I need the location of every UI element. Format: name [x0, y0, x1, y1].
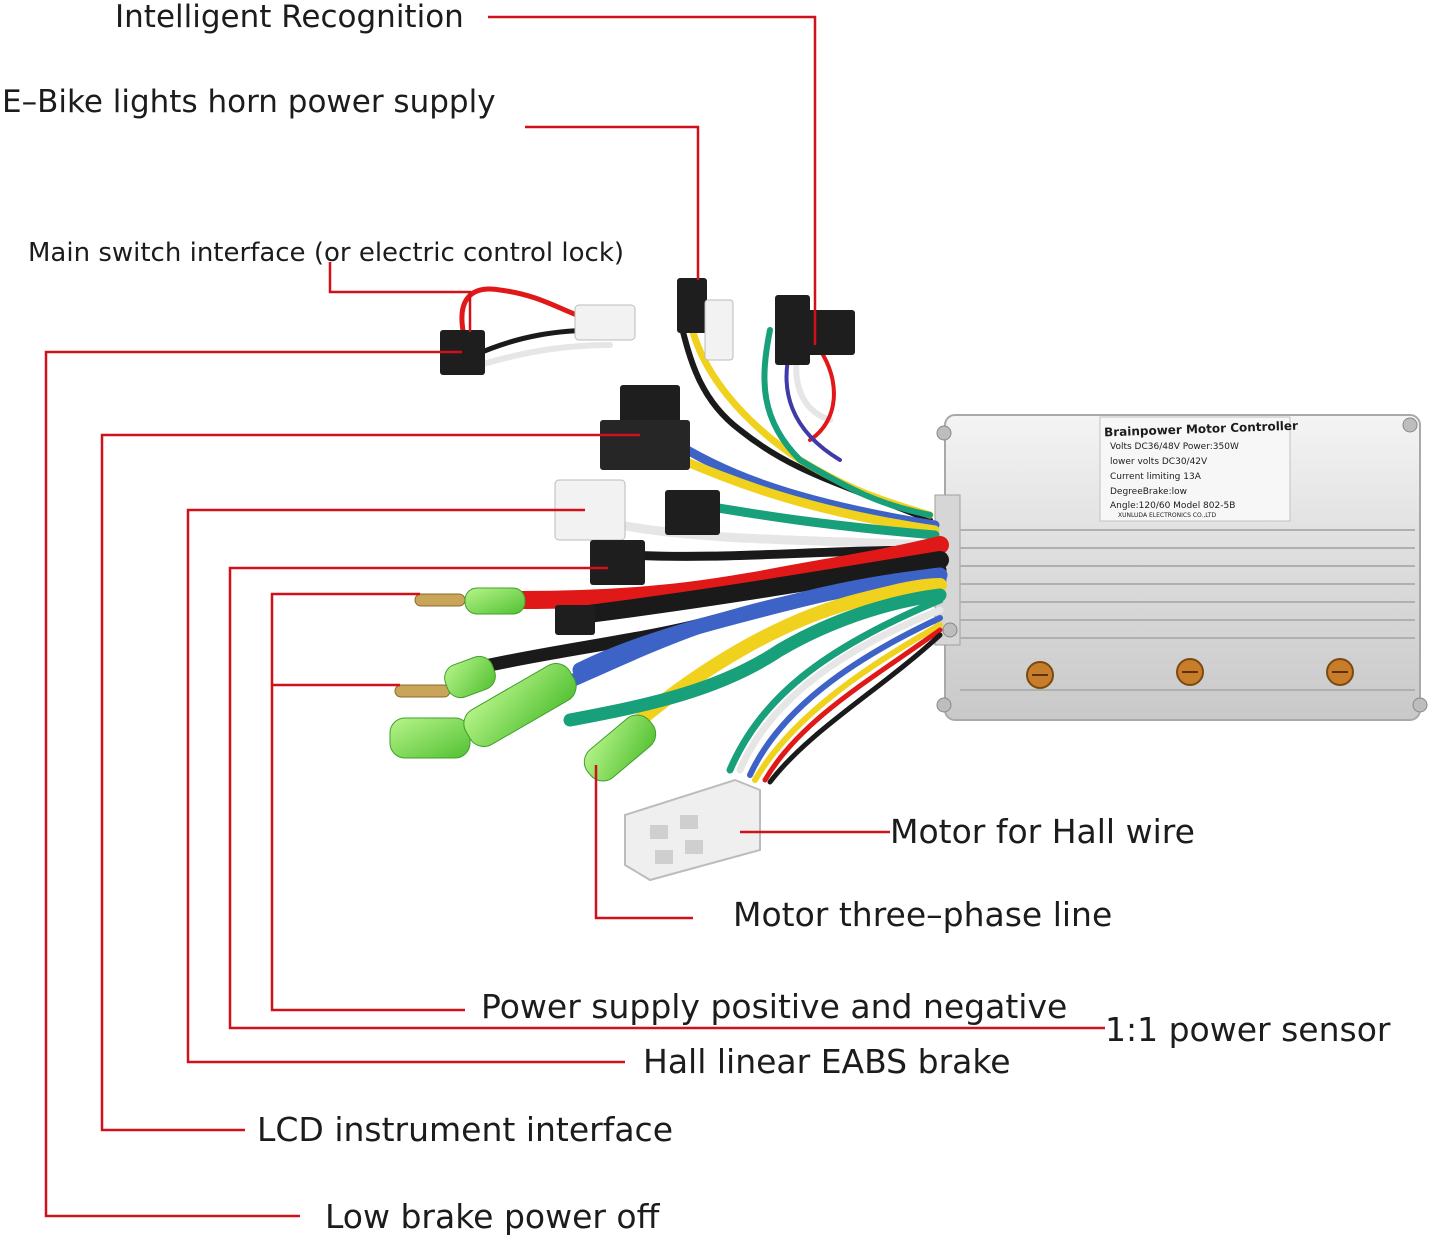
leader-phase: [594, 765, 693, 920]
mounting-screw-1: [1026, 661, 1054, 689]
leader-low-brake: [44, 350, 462, 1218]
label-motor-hall: Motor for Hall wire: [890, 812, 1195, 851]
terminal-phase-1: [389, 717, 471, 759]
leader-lights-horn: [525, 125, 700, 280]
leader-power-sensor: [228, 566, 1105, 1030]
connectors: [440, 278, 855, 882]
controller-spec-5: Angle:120/60 Model 802-5B: [1110, 501, 1236, 511]
label-main-switch: Main switch interface (or electric contr…: [28, 238, 625, 268]
black-plug-mid: [665, 490, 720, 535]
leader-power-supply-branch: [270, 592, 420, 685]
label-power-sensor: 1:1 power sensor: [1105, 1010, 1391, 1049]
mounting-screw-3: [1326, 658, 1354, 686]
label-motor-phase: Motor three–phase line: [733, 895, 1113, 934]
lcd-connector-upper: [620, 385, 680, 425]
label-intelligent-recognition: Intelligent Recognition: [115, 0, 464, 35]
hall-wire-connector: [624, 778, 761, 882]
leader-lcd: [100, 433, 640, 1132]
terminal-phase-3: [583, 714, 657, 782]
label-lcd: LCD instrument interface: [257, 1110, 673, 1149]
controller-spec-4: DegreeBrake:low: [1110, 487, 1187, 497]
label-low-brake: Low brake power off: [325, 1197, 660, 1236]
leader-lines: [44, 15, 1105, 1218]
controller-spec-3: Current limiting 13A: [1110, 472, 1201, 482]
controller-spec-2: lower volts DC30/42V: [1110, 457, 1208, 467]
controller-spec-1: Volts DC36/48V Power:350W: [1110, 442, 1239, 452]
recognition-connector-a: [775, 295, 810, 365]
terminal-phase-2: [463, 663, 577, 747]
label-lights-horn: E–Bike lights horn power supply: [2, 84, 496, 120]
terminal-negative: [394, 655, 496, 699]
motor-controller: [934, 414, 1428, 721]
mounting-screw-2: [1176, 658, 1204, 686]
bullet-terminals: [389, 587, 657, 782]
white-plug-small: [704, 299, 734, 361]
lcd-connector-lower: [600, 420, 690, 470]
power-sensor-connector: [590, 540, 645, 585]
label-hall-brake: Hall linear EABS brake: [643, 1042, 1011, 1081]
leader-hall-brake: [186, 508, 625, 1064]
leader-intelligent-recognition: [488, 15, 817, 345]
white-plug-top: [574, 304, 636, 341]
label-power-supply: Power supply positive and negative: [481, 987, 1068, 1026]
recognition-connector-b: [805, 310, 855, 355]
lights-horn-connector: [677, 278, 707, 333]
brake-connector: [555, 605, 595, 635]
leader-power-supply: [270, 683, 465, 1012]
main-switch-connector: [440, 330, 485, 375]
terminal-positive: [414, 587, 526, 615]
controller-spec-6: XUNLUDA ELECTRONICS CO.,LTD: [1118, 512, 1217, 519]
leader-main-switch: [328, 262, 472, 332]
